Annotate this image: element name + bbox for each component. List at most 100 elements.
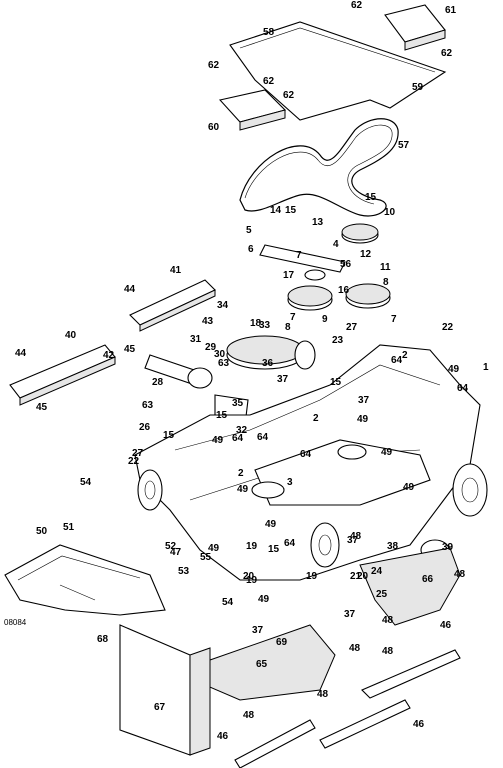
callout-62: 62 xyxy=(263,76,275,87)
blade-upper xyxy=(361,649,461,699)
callout-47: 47 xyxy=(170,547,182,558)
callout-46: 46 xyxy=(440,620,452,631)
baffle-67 xyxy=(359,547,461,626)
callout-63: 63 xyxy=(142,400,154,411)
baffle-66 xyxy=(204,624,336,701)
callout-19: 19 xyxy=(246,575,258,586)
callout-23: 23 xyxy=(332,335,344,346)
callout-16: 16 xyxy=(338,285,350,296)
callout-19: 19 xyxy=(246,541,258,552)
callout-11: 11 xyxy=(380,262,391,273)
callout-68: 68 xyxy=(97,634,109,645)
callout-22: 22 xyxy=(442,322,454,333)
callout-70: 70 xyxy=(0,0,12,3)
callout-66: 66 xyxy=(422,574,434,585)
callout-55: 55 xyxy=(200,552,212,563)
callout-60: 60 xyxy=(208,122,220,133)
callout-32: 32 xyxy=(236,425,248,436)
callout-49: 49 xyxy=(212,435,224,446)
callout-10: 10 xyxy=(384,207,396,218)
callout-30: 30 xyxy=(214,349,226,360)
callout-58: 58 xyxy=(263,27,275,38)
callout-15: 15 xyxy=(268,544,280,555)
callout-49: 49 xyxy=(258,594,270,605)
callout-34: 34 xyxy=(217,300,229,311)
callout-40: 40 xyxy=(65,330,77,341)
callout-52: 52 xyxy=(165,541,177,552)
callout-48: 48 xyxy=(243,710,255,721)
callout-2: 2 xyxy=(238,468,244,479)
callout-37: 37 xyxy=(277,374,289,385)
callout-41: 41 xyxy=(170,265,182,276)
mower-deck-housing xyxy=(134,344,481,581)
callout-57: 57 xyxy=(398,140,410,151)
callout-48: 48 xyxy=(382,615,394,626)
blade-lower xyxy=(234,719,316,768)
callout-15: 15 xyxy=(330,377,342,388)
callout-27: 27 xyxy=(346,322,358,333)
callout-17: 17 xyxy=(283,270,295,281)
callout-7: 7 xyxy=(391,314,397,325)
idler-arm-assembly xyxy=(259,223,391,311)
callout-59: 59 xyxy=(412,82,424,93)
callout-45: 45 xyxy=(36,402,48,413)
blade-middle xyxy=(319,699,411,749)
callout-29: 29 xyxy=(205,342,217,353)
callout-44: 44 xyxy=(15,348,27,359)
callout-6: 6 xyxy=(248,244,254,255)
callout-3: 3 xyxy=(287,477,293,488)
callout-63: 63 xyxy=(218,358,230,369)
belt-cover-lower xyxy=(9,344,116,406)
callout-37: 37 xyxy=(344,609,356,620)
callout-48: 48 xyxy=(454,569,466,580)
callout-49: 49 xyxy=(403,482,415,493)
callout-15: 15 xyxy=(163,430,175,441)
callout-42: 42 xyxy=(103,350,115,361)
callout-9: 9 xyxy=(322,314,328,325)
callout-65: 65 xyxy=(256,659,268,670)
callout-21: 21 xyxy=(350,571,362,582)
callout-61: 61 xyxy=(445,5,457,16)
callout-18: 18 xyxy=(250,318,262,329)
callout-43: 43 xyxy=(202,316,214,327)
callout-35: 35 xyxy=(232,398,244,409)
callout-49: 49 xyxy=(265,519,277,530)
callout-15: 15 xyxy=(285,205,297,216)
callout-46: 46 xyxy=(413,719,425,730)
callout-45: 45 xyxy=(124,344,136,355)
callout-48: 48 xyxy=(382,646,394,657)
belt-cover-upper xyxy=(129,279,216,332)
callout-2: 2 xyxy=(402,350,408,361)
callout-12: 12 xyxy=(360,249,372,260)
callout-64: 64 xyxy=(257,432,269,443)
caster-wheel-left xyxy=(137,469,163,511)
callout-49: 49 xyxy=(381,447,393,458)
callout-51: 51 xyxy=(63,522,75,533)
callout-2: 2 xyxy=(313,413,319,424)
callout-53: 53 xyxy=(178,566,190,577)
callout-20: 20 xyxy=(357,571,369,582)
callout-25: 25 xyxy=(376,589,388,600)
caster-wheel-front xyxy=(310,522,340,568)
callout-36: 36 xyxy=(262,358,274,369)
callout-54: 54 xyxy=(80,477,92,488)
callout-8: 8 xyxy=(285,322,291,333)
callout-48: 48 xyxy=(350,531,362,542)
callout-15: 15 xyxy=(216,410,228,421)
callout-38: 38 xyxy=(387,541,399,552)
callout-7: 7 xyxy=(290,312,296,323)
callout-37: 37 xyxy=(358,395,370,406)
cover-bracket-left xyxy=(218,89,287,131)
discharge-chute xyxy=(4,544,166,616)
callout-33: 33 xyxy=(259,320,271,331)
callout-37: 37 xyxy=(252,625,264,636)
front-guard xyxy=(119,624,211,756)
callout-1: 1 xyxy=(483,362,489,373)
callout-14: 14 xyxy=(270,205,282,216)
callout-62: 62 xyxy=(441,48,453,59)
callout-64: 64 xyxy=(391,355,403,366)
callout-20: 20 xyxy=(243,571,255,582)
callout-24: 24 xyxy=(371,566,383,577)
callout-62: 62 xyxy=(208,60,220,71)
